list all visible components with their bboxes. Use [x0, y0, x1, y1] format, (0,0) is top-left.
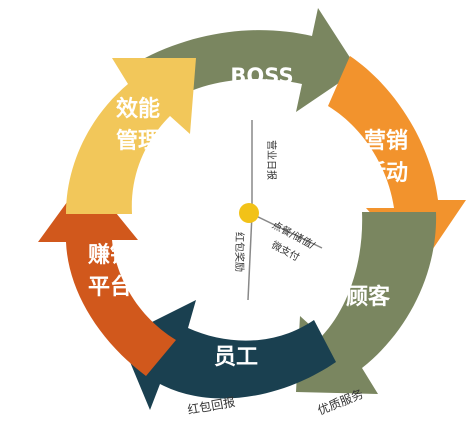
arrow-boss: [145, 8, 358, 112]
label-boss: BOSS: [230, 64, 293, 88]
label-red-packet-reward: 红包奖励: [233, 232, 246, 272]
hub-dot: [239, 203, 259, 223]
label-efficiency-line1: 效能: [116, 96, 160, 122]
label-customer: 顾客: [346, 284, 391, 310]
segment-customer: 顾客: [296, 212, 437, 394]
label-efficiency-line2: 管理: [116, 128, 160, 154]
segment-efficiency: 效能 管理: [66, 58, 196, 214]
label-earn-line2: 平台: [88, 274, 132, 300]
arrow-staff: [120, 300, 336, 410]
label-marketing-line2: 活动: [364, 161, 408, 186]
arrow-earn: [38, 176, 176, 376]
segment-earn: 赚钱 平台: [38, 176, 176, 376]
segment-staff: 员工: [120, 300, 336, 410]
segment-boss: BOSS: [145, 8, 358, 112]
label-earn-line1: 赚钱: [88, 242, 132, 268]
spoke-right: [251, 213, 323, 249]
spoke-down: [247, 213, 253, 301]
arrow-efficiency: [66, 58, 196, 214]
arrow-customer: [296, 212, 437, 394]
label-staff: 员工: [214, 345, 258, 370]
label-marketing-line1: 营销: [364, 129, 408, 154]
label-business-report: 营业日报: [265, 140, 278, 180]
